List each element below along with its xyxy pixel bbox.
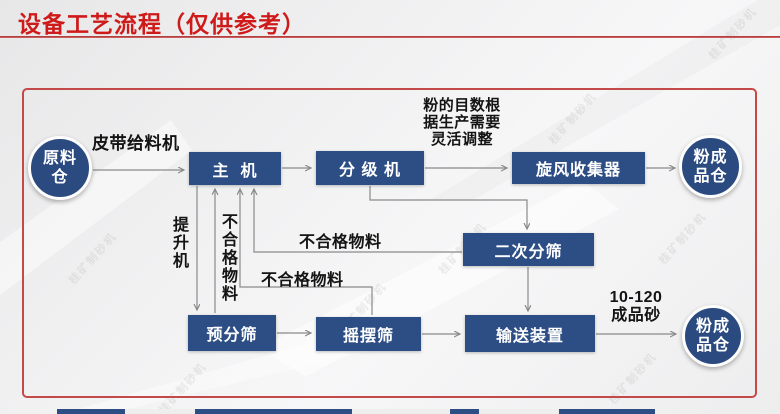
- node-conveyor: 输送装置: [465, 315, 595, 352]
- node-raw-material-bin: 原料 仓: [28, 136, 92, 200]
- node-secondary-screen: 二次分筛: [463, 233, 594, 266]
- node-label: 品仓: [693, 167, 728, 185]
- node-pre-screen: 预分筛: [188, 315, 276, 351]
- node-powder-product-bin-top: 粉成 品仓: [679, 135, 742, 198]
- node-cyclone-collector: 旋风收集器: [512, 152, 645, 184]
- node-label: 旋风收集器: [535, 162, 621, 179]
- node-classifier: 分 级 机: [316, 151, 424, 185]
- node-label: 二次分筛: [494, 243, 563, 261]
- node-label: 品仓: [695, 337, 730, 354]
- label-finished-sand-name: 成品砂: [611, 307, 661, 324]
- label-unqualified-material-swing: 不合格物料: [261, 272, 344, 289]
- node-powder-product-bin-bottom: 粉成 品仓: [682, 305, 744, 367]
- node-label: 摇摆筛: [342, 328, 394, 345]
- label-mesh-note-line2: 据生产需要: [423, 114, 501, 131]
- watermark-text: 桂矿制砂机: [707, 5, 760, 62]
- label-unqualified-material-vertical: 不合格物料: [219, 213, 236, 303]
- footer-bar-gap: [479, 409, 559, 414]
- diagram-frame: [22, 88, 757, 398]
- node-label: 分 级 机: [339, 162, 401, 179]
- page-title: 设备工艺流程（仅供参考）: [18, 11, 306, 37]
- label-unqualified-material-secondary: 不合格物料: [299, 234, 382, 251]
- node-label: 预分筛: [206, 327, 258, 344]
- node-label: 原料: [42, 150, 77, 167]
- node-label: 粉成: [693, 148, 728, 166]
- node-label: 输送装置: [495, 327, 564, 345]
- label-belt-feeder: 皮带给料机: [92, 134, 180, 153]
- label-mesh-note-line1: 粉的目数根: [423, 97, 501, 114]
- node-swing-screen: 摇摆筛: [316, 317, 421, 351]
- footer-bar-gap: [352, 409, 450, 414]
- node-main-machine: 主 机: [189, 152, 281, 185]
- footer-bar-gap: [125, 409, 195, 414]
- label-finished-sand-size: 10-120: [609, 289, 663, 306]
- label-mesh-note: 粉的目数根 据生产需要 灵活调整: [412, 97, 512, 148]
- label-elevator: 提升机: [170, 216, 187, 270]
- label-finished-sand: 10-120 成品砂: [600, 289, 672, 325]
- title-underline: [0, 36, 780, 38]
- node-label: 仓: [51, 169, 69, 186]
- node-label: 粉成: [695, 318, 730, 335]
- node-label: 主 机: [212, 162, 258, 180]
- label-mesh-note-line3: 灵活调整: [430, 131, 493, 148]
